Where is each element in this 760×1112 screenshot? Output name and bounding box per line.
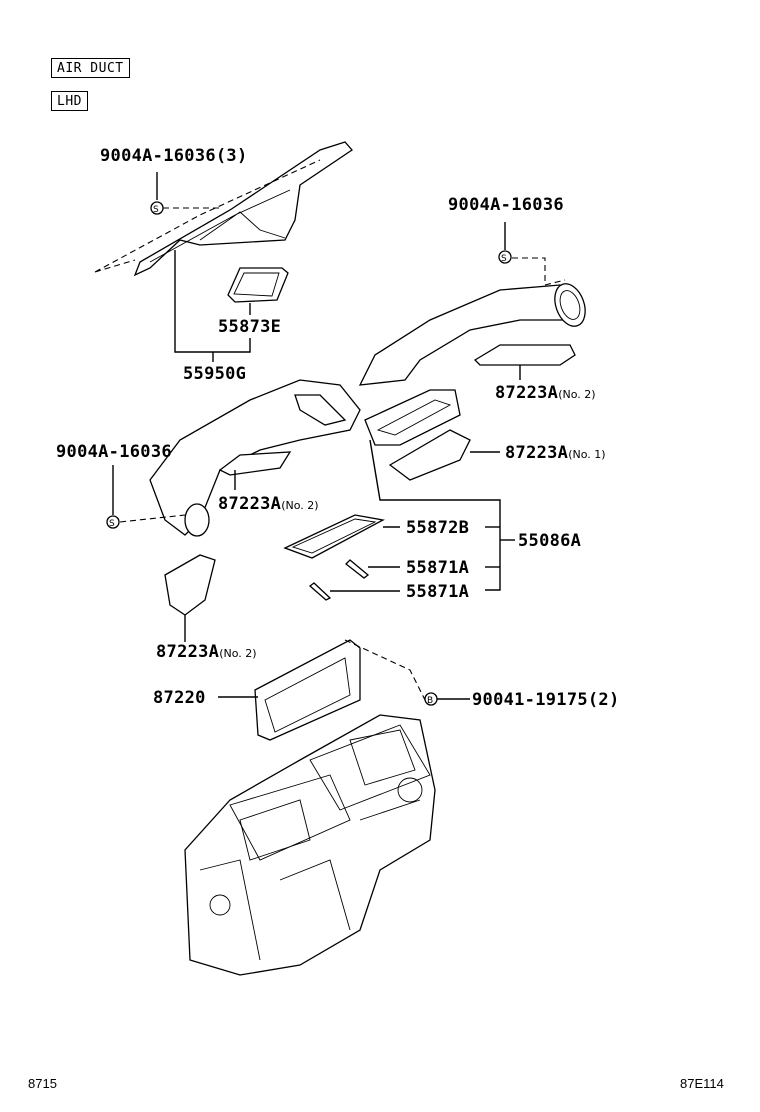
screw-icon: S	[498, 250, 512, 264]
register-87220-drawing	[254, 639, 426, 741]
main-duct-drawing	[358, 257, 586, 386]
label-part-55872b: 55872B	[406, 518, 470, 538]
hvac-unit-drawing	[184, 714, 436, 976]
label-screw-top-left: 9004A-16036(3)	[100, 146, 248, 166]
label-part-87223a-left: 87223A(No. 2)	[218, 494, 319, 514]
leader-lines	[112, 172, 521, 700]
screw-icon: S	[106, 515, 120, 529]
bolt-icon: B	[424, 692, 438, 706]
section-tag-air-duct: AIR DUCT	[51, 58, 130, 78]
label-part-55086a: 55086A	[518, 531, 582, 551]
footer-left-code: 8715	[28, 1076, 57, 1091]
label-part-55871a-1: 55871A	[406, 558, 470, 578]
label-part-55871a-2: 55871A	[406, 582, 470, 602]
label-part-87223a-mid: 87223A(No. 1)	[505, 443, 606, 463]
footer-right-code: 87E114	[680, 1076, 724, 1091]
svg-text:S: S	[153, 205, 159, 215]
label-part-87223a-bottom: 87223A(No. 2)	[156, 642, 257, 662]
svg-text:S: S	[109, 519, 115, 529]
label-screw-top-right: 9004A-16036	[448, 195, 564, 215]
label-screw-mid-left: 9004A-16036	[56, 442, 172, 462]
screw-icon: S	[150, 201, 220, 215]
label-part-87220: 87220	[153, 688, 206, 708]
svg-text:S: S	[501, 254, 507, 264]
label-part-55950g: 55950G	[183, 364, 247, 384]
gasket-55872b-drawing	[283, 514, 385, 601]
left-duct-drawing	[119, 379, 361, 616]
label-part-55873e: 55873E	[218, 317, 282, 337]
label-part-87223a-right: 87223A(No. 2)	[495, 383, 596, 403]
label-part-90041: 90041-19175(2)	[472, 690, 620, 710]
center-register-drawing	[364, 389, 471, 481]
svg-text:B: B	[427, 696, 433, 706]
section-tag-lhd: LHD	[51, 91, 88, 111]
duct-55950g-drawing	[94, 141, 353, 303]
